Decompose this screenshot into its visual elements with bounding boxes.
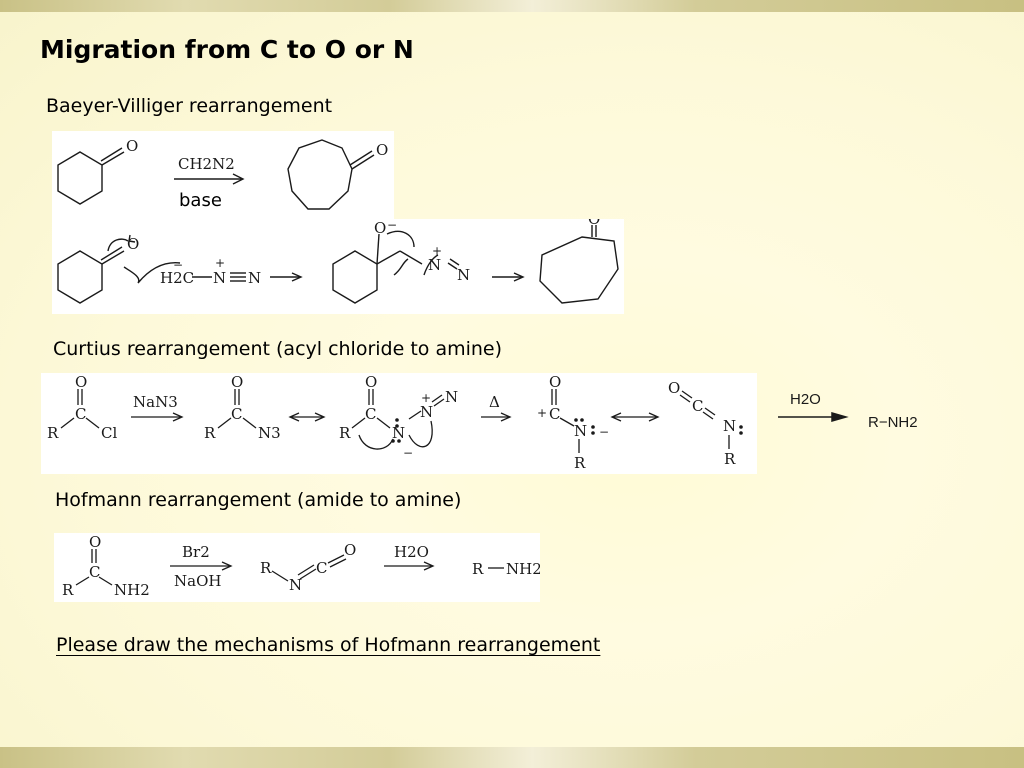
diazo-nitrogen-plus: N <box>213 269 226 287</box>
acyl-chloride-r: R <box>47 424 59 442</box>
naoh-reagent: NaOH <box>174 572 221 590</box>
mechanism-ketone-oxygen: O <box>127 235 139 253</box>
intermediate-nitrogen-plus: N <box>428 256 441 274</box>
amide-nh2: NH2 <box>114 581 150 599</box>
carbonyl-oxygen: O <box>126 137 138 155</box>
nitrene-plus: + <box>537 406 547 420</box>
isocyanate-r: R <box>724 450 736 468</box>
nitrene-r: R <box>574 454 586 472</box>
cycloheptanone-ring <box>287 139 353 210</box>
mechanism-ketone-ring <box>57 250 103 304</box>
hofmann-heading: Hofmann rearrangement (amide to amine) <box>55 489 462 511</box>
resonance-n1: N <box>392 424 405 442</box>
acyl-azide-r: R <box>204 424 216 442</box>
product-carbonyl-oxygen: O <box>376 141 388 159</box>
alkoxide-oxygen: O <box>374 219 386 237</box>
lactone-oxygen: O <box>588 219 600 228</box>
diazomethane-reagent: CH2N2 <box>178 155 235 173</box>
diazo-plus: + <box>215 256 225 270</box>
curtius-curved-arrow-2 <box>408 420 433 448</box>
hofmann-product-nh2: NH2 <box>506 560 540 578</box>
slide-title: Migration from C to O or N <box>40 35 414 64</box>
resonance-n3: N <box>445 388 458 406</box>
acyl-azide-o: O <box>231 373 243 391</box>
resonance-n2: N <box>420 403 433 421</box>
isocyanate-n: N <box>723 417 736 435</box>
curved-arrow-1 <box>107 238 129 252</box>
resonance-r: R <box>339 424 351 442</box>
acyl-chloride-o: O <box>75 373 87 391</box>
acyl-azide-n3: N3 <box>258 424 281 442</box>
amide-r: R <box>62 581 74 599</box>
base-reagent: base <box>179 190 222 211</box>
amide-o: O <box>89 533 101 551</box>
hofmann-product-r: R <box>472 560 484 578</box>
hofmann-water-reagent: H2O <box>394 543 429 561</box>
isocyanate-o: O <box>344 541 356 559</box>
isocyanate-carbon: C <box>316 559 327 577</box>
acyl-chloride-c: C <box>75 405 86 423</box>
nitrene-n: N <box>574 422 587 440</box>
curtius-reaction-scheme: O C R Cl NaN3 O C R N3 O C R N − N + N Δ… <box>41 373 757 474</box>
hofmann-svg: O C R NH2 Br2 NaOH R N C O H2O R NH2 <box>62 533 540 599</box>
nitrene-minus: − <box>599 425 609 439</box>
alkoxide-minus: − <box>387 219 397 232</box>
diazo-carbon: H2C <box>160 269 194 287</box>
baeyer-villiger-overall-svg: O CH2N2 base O <box>57 137 388 211</box>
bottom-decorative-band <box>0 747 1024 768</box>
diazo-minus: − <box>173 258 183 272</box>
heat-symbol: Δ <box>489 393 500 411</box>
isocyanate-o: O <box>668 379 680 397</box>
tetrahedral-intermediate-ring <box>332 250 378 304</box>
water-reagent: H2O <box>790 391 821 408</box>
curtius-amine-product: R−NH2 <box>868 414 918 431</box>
hofmann-mechanism-prompt[interactable]: Please draw the mechanisms of Hofmann re… <box>56 634 601 656</box>
baeyer-villiger-heading: Baeyer-Villiger rearrangement <box>46 95 333 117</box>
isocyanate-c: C <box>692 397 703 415</box>
top-decorative-band <box>0 0 1024 12</box>
curved-arrow-2 <box>123 262 181 284</box>
curved-arrow-4 <box>423 254 439 276</box>
acyl-chloride-cl: Cl <box>101 424 117 442</box>
curtius-hydrolysis-step: H2O R−NH2 <box>778 391 918 431</box>
curtius-curved-arrow-1 <box>358 434 394 450</box>
diazo-terminal-nitrogen: N <box>248 269 261 287</box>
resonance-c: C <box>365 405 376 423</box>
intermediate-terminal-nitrogen: N <box>457 266 470 284</box>
baeyer-villiger-overall-reaction: O CH2N2 base O <box>52 131 394 219</box>
curtius-svg: O C R Cl NaN3 O C R N3 O C R N − N + N Δ… <box>47 373 743 472</box>
resonance-minus: − <box>403 446 413 460</box>
isocyanate-n: N <box>289 576 302 594</box>
curved-arrow-3 <box>386 230 415 248</box>
intermediate-plus: + <box>432 244 442 258</box>
sodium-azide-reagent: NaN3 <box>133 393 178 411</box>
resonance-o: O <box>365 373 377 391</box>
cyclohexanone-ring <box>57 151 103 205</box>
curtius-heading: Curtius rearrangement (acyl chloride to … <box>53 338 503 360</box>
nitrene-c: C <box>549 405 560 423</box>
resonance-plus: + <box>421 391 431 405</box>
amide-c: C <box>89 563 100 581</box>
baeyer-villiger-mechanism: O H2C − N + N O − N + N O <box>52 219 624 314</box>
isocyanate-r: R <box>260 559 272 577</box>
nitrene-o: O <box>549 373 561 391</box>
hofmann-reaction-scheme: O C R NH2 Br2 NaOH R N C O H2O R NH2 <box>54 533 540 602</box>
acyl-azide-c: C <box>231 405 242 423</box>
bromine-reagent: Br2 <box>182 543 210 561</box>
caprolactone-ring <box>539 236 619 304</box>
baeyer-villiger-mechanism-svg: O H2C − N + N O − N + N O <box>57 219 619 304</box>
